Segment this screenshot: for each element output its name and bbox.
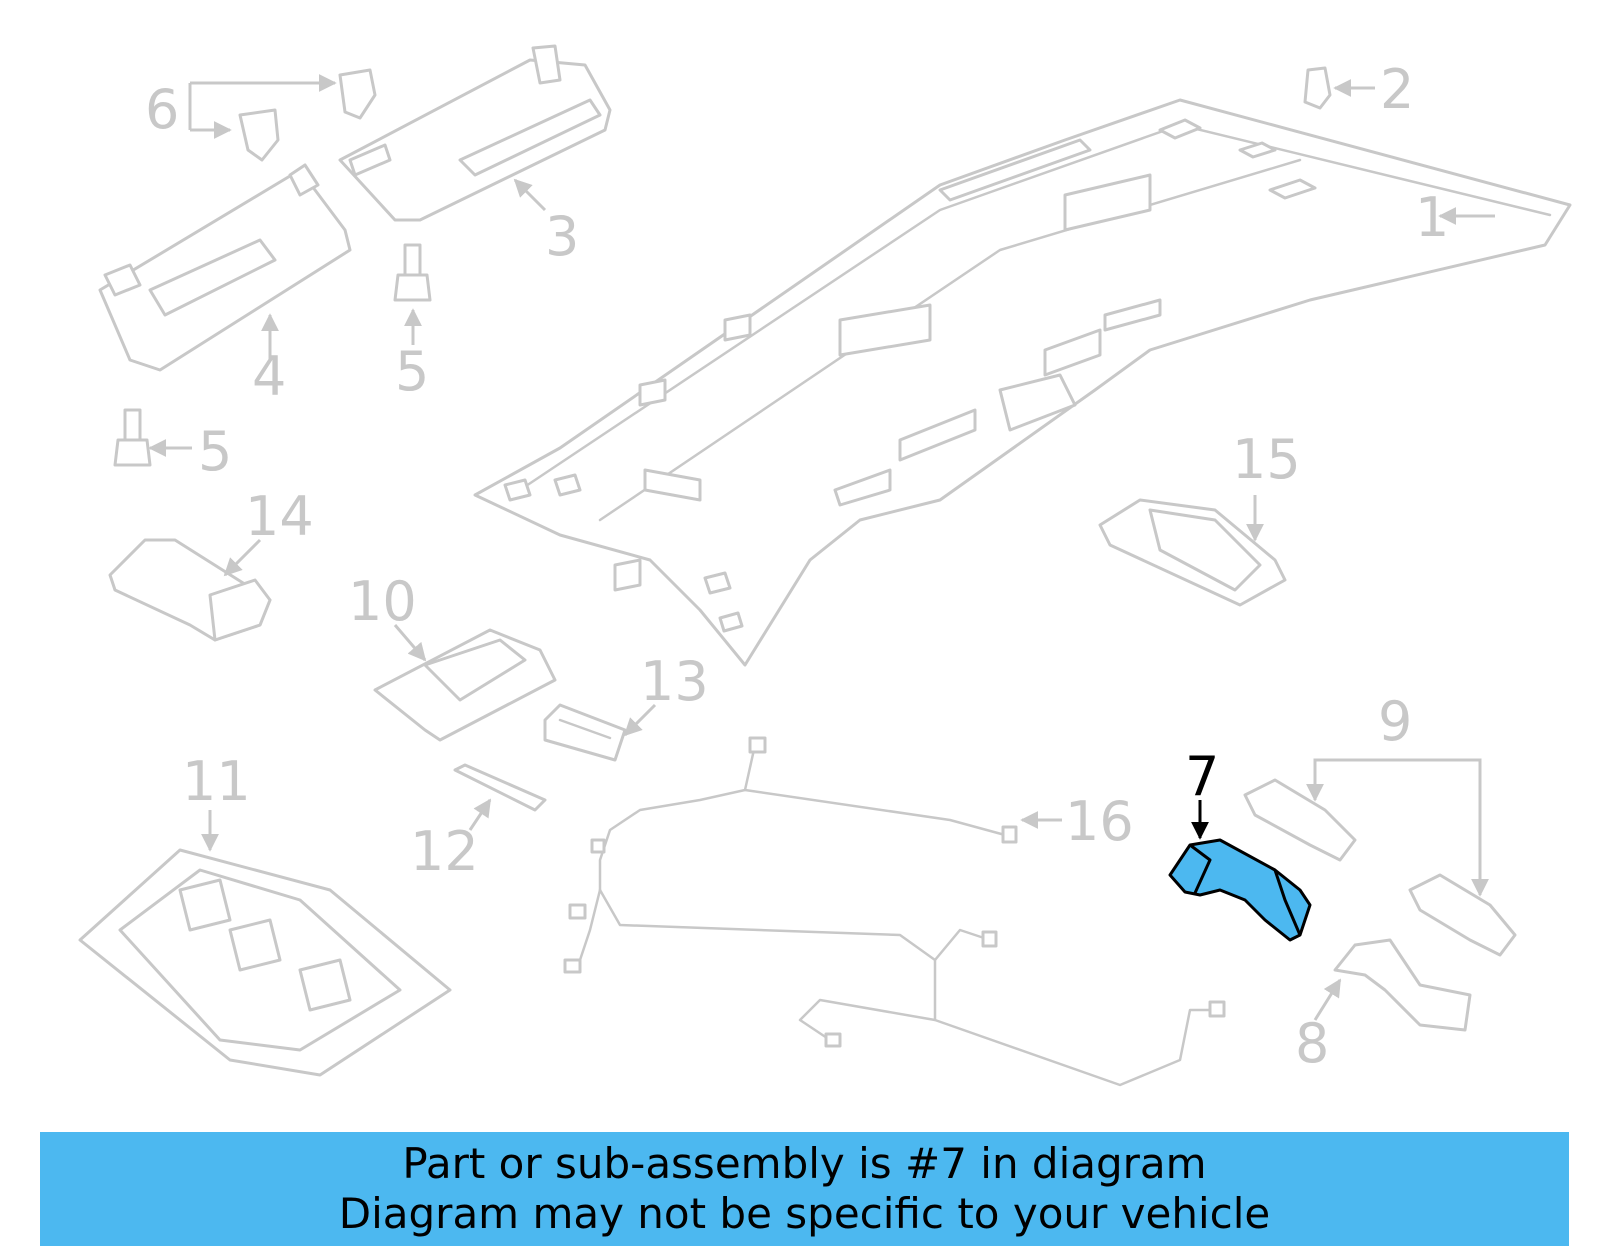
console-cover-part-10	[373, 628, 557, 742]
lamp-part-14	[108, 538, 272, 642]
clip-part-2	[1303, 66, 1332, 110]
callout-1: 1	[1415, 186, 1449, 249]
callout-14: 14	[245, 485, 314, 548]
callout-9: 9	[1378, 690, 1412, 753]
headliner-part-1	[473, 98, 1572, 667]
sun-visor-part-3	[338, 44, 612, 222]
callout-15: 15	[1232, 428, 1301, 491]
disclaimer-banner: Part or sub-assembly is #7 in diagram Di…	[40, 1132, 1569, 1246]
callout-2: 2	[1380, 58, 1414, 121]
callout-16: 16	[1065, 790, 1134, 853]
grip-handle-part-7-highlighted[interactable]	[1168, 838, 1312, 942]
sun-visor-part-4	[98, 163, 352, 372]
callout-13: 13	[640, 650, 709, 713]
callout-11: 11	[182, 750, 251, 813]
lens-part-13	[543, 703, 627, 762]
trim-strip-part-12	[453, 763, 547, 812]
banner-line-1: Part or sub-assembly is #7 in diagram	[402, 1139, 1207, 1188]
screw-part-5-upper	[393, 243, 432, 302]
screw-part-5-lower	[113, 408, 152, 467]
banner-line-2: Diagram may not be specific to your vehi…	[338, 1189, 1271, 1238]
callout-7: 7	[1185, 745, 1219, 808]
callout-6: 6	[145, 78, 179, 141]
overhead-console-part-11	[78, 848, 452, 1077]
bracket-part-9	[1243, 778, 1517, 957]
lamp-assembly-part-15	[1098, 498, 1287, 607]
callout-12: 12	[410, 820, 479, 883]
wire-harness-part-16	[563, 736, 1226, 1087]
callout-5-upper: 5	[395, 340, 429, 403]
callout-3: 3	[545, 205, 579, 268]
callout-10: 10	[348, 570, 417, 633]
callout-5-lower: 5	[198, 420, 232, 483]
grip-handle-part-8	[1333, 938, 1472, 1032]
callout-8: 8	[1295, 1012, 1329, 1075]
callout-4: 4	[252, 345, 286, 408]
